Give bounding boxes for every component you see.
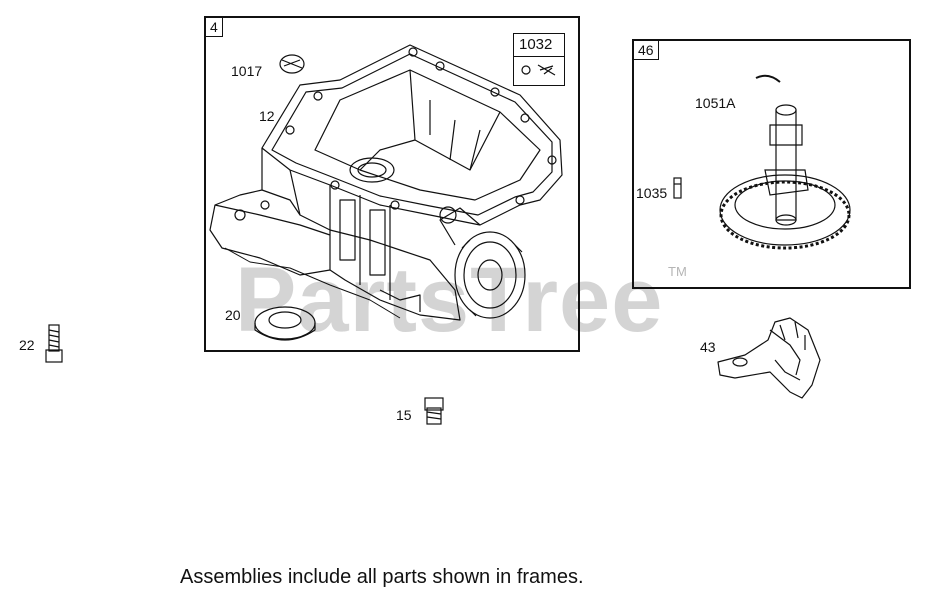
- frame-tag-46: 46: [634, 41, 659, 60]
- callout-22[interactable]: 22: [19, 337, 35, 353]
- callout-15[interactable]: 15: [396, 407, 412, 423]
- callout-1017[interactable]: 1017: [231, 63, 263, 79]
- callout-1051a[interactable]: 1051A: [695, 95, 736, 111]
- callout-43[interactable]: 43: [700, 339, 716, 355]
- frame-valve-kit: [513, 33, 565, 86]
- callout-20[interactable]: 20: [225, 307, 241, 323]
- frame-camshaft-assembly: [632, 39, 911, 289]
- frame-divider: [514, 56, 564, 57]
- assemblies-caption: Assemblies include all parts shown in fr…: [180, 566, 584, 588]
- callout-12[interactable]: 12: [259, 108, 275, 124]
- frame-crankcase-assembly: [204, 16, 580, 352]
- frame-tag-1032: 1032: [519, 36, 553, 53]
- watermark-trademark: TM: [668, 264, 687, 279]
- callout-1035[interactable]: 1035: [636, 185, 668, 201]
- frame-tag-4: 4: [206, 18, 223, 37]
